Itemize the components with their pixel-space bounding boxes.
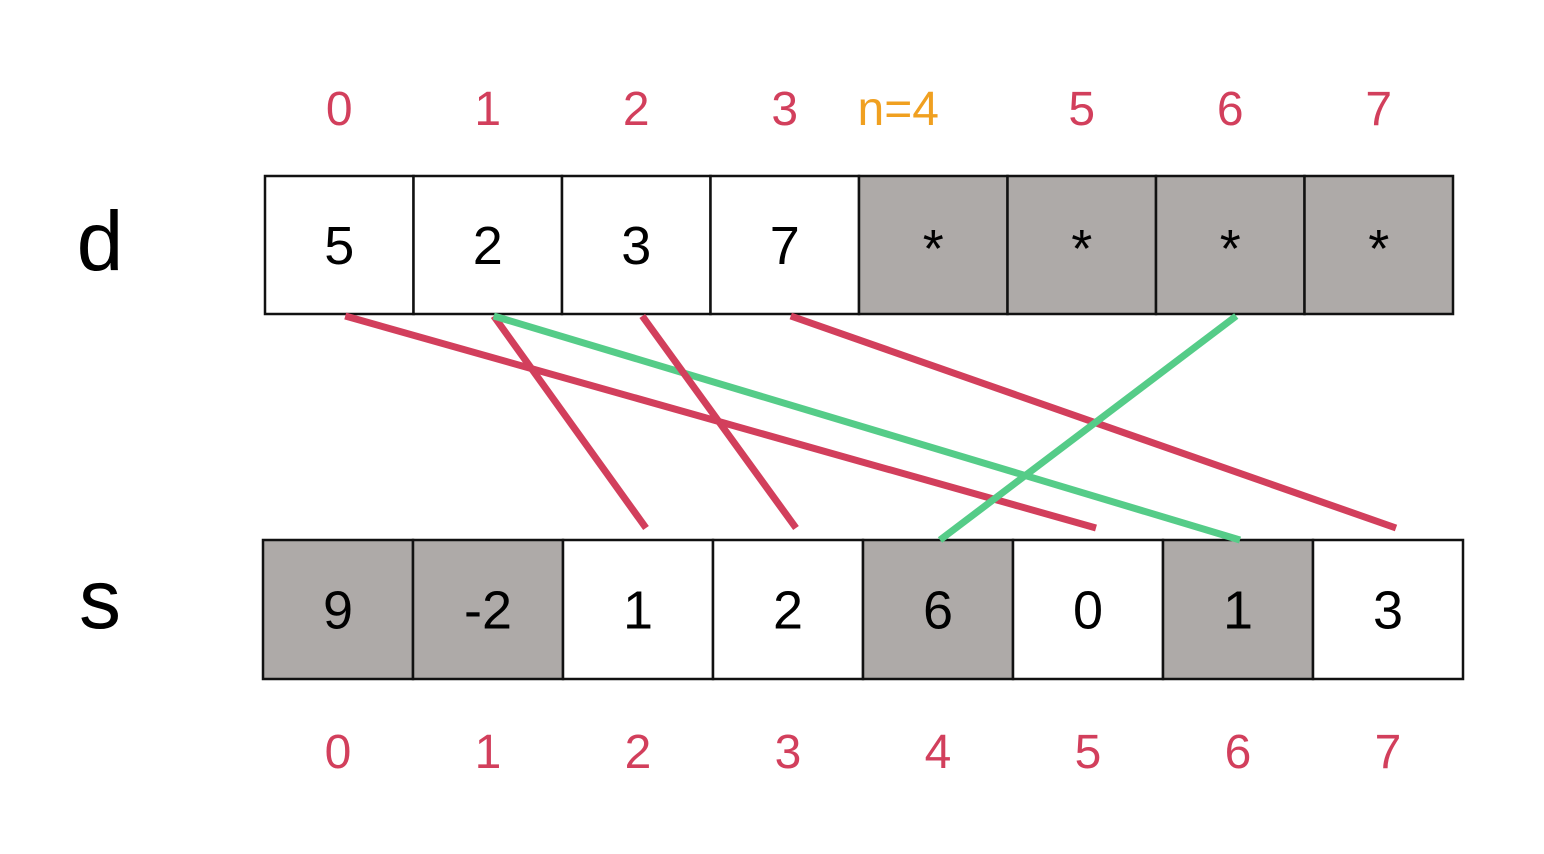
d-cell-4 [857,174,1009,316]
s-index-label: 5 [1075,726,1102,779]
s-cell-3 [711,538,865,681]
s-cell-value: -2 [464,581,512,641]
s-cell-value: 0 [1073,581,1103,641]
s-cell-0 [261,538,415,681]
s-label: s [79,552,121,646]
d-cell-value: * [1368,219,1389,279]
s-index-label: 4 [925,726,952,779]
d-array: 5 2 3 7 * * * * [263,174,1455,316]
d-index-label: 7 [1365,83,1392,136]
d-index-label: 0 [326,83,353,136]
s-cell-5 [1011,538,1165,681]
d-cell-1 [412,174,564,316]
mapping-line-green [492,312,1242,544]
s-cell-value: 9 [323,581,353,641]
d-index-label: 5 [1068,83,1095,136]
d-index-label: 6 [1217,83,1244,136]
s-cell-1 [411,538,565,681]
mapping-line-green [937,313,1239,543]
d-cell-value: 5 [324,216,354,276]
d-cell-7 [1303,174,1455,316]
s-index-row: 0 1 2 3 4 5 6 7 [325,726,1402,779]
s-index-label: 0 [325,726,352,779]
mapping-lines [344,312,1398,544]
s-cell-value: 1 [623,581,653,641]
d-index-label: 1 [474,83,501,136]
s-index-label: 1 [475,726,502,779]
mapping-line-red [490,313,649,531]
s-cell-7 [1311,538,1465,681]
d-label: d [77,194,124,288]
d-index-row: 0 1 2 3 n=4 5 6 7 [326,83,1392,136]
s-cell-value: 1 [1223,581,1253,641]
d-cell-0 [263,174,415,316]
s-index-label: 2 [625,726,652,779]
d-cell-5 [1006,174,1158,316]
s-index-label: 3 [775,726,802,779]
d-index-label: 2 [623,83,650,136]
d-cell-value: 2 [473,216,503,276]
d-cell-value: * [1220,219,1241,279]
n-marker-label: n=4 [858,83,939,136]
s-cell-value: 3 [1373,581,1403,641]
d-cell-value: * [1071,219,1092,279]
s-cell-4 [861,538,1015,681]
mapping-line-red [639,313,799,531]
d-index-label: 3 [771,83,798,136]
d-cell-2 [560,174,712,316]
s-index-label: 7 [1375,726,1402,779]
s-cell-value: 2 [773,581,803,641]
d-cell-6 [1154,174,1306,316]
s-cell-value: 6 [923,581,953,641]
d-cell-value: * [923,219,944,279]
s-index-label: 6 [1225,726,1252,779]
d-cell-value: 3 [621,216,651,276]
d-cell-value: 7 [770,216,800,276]
